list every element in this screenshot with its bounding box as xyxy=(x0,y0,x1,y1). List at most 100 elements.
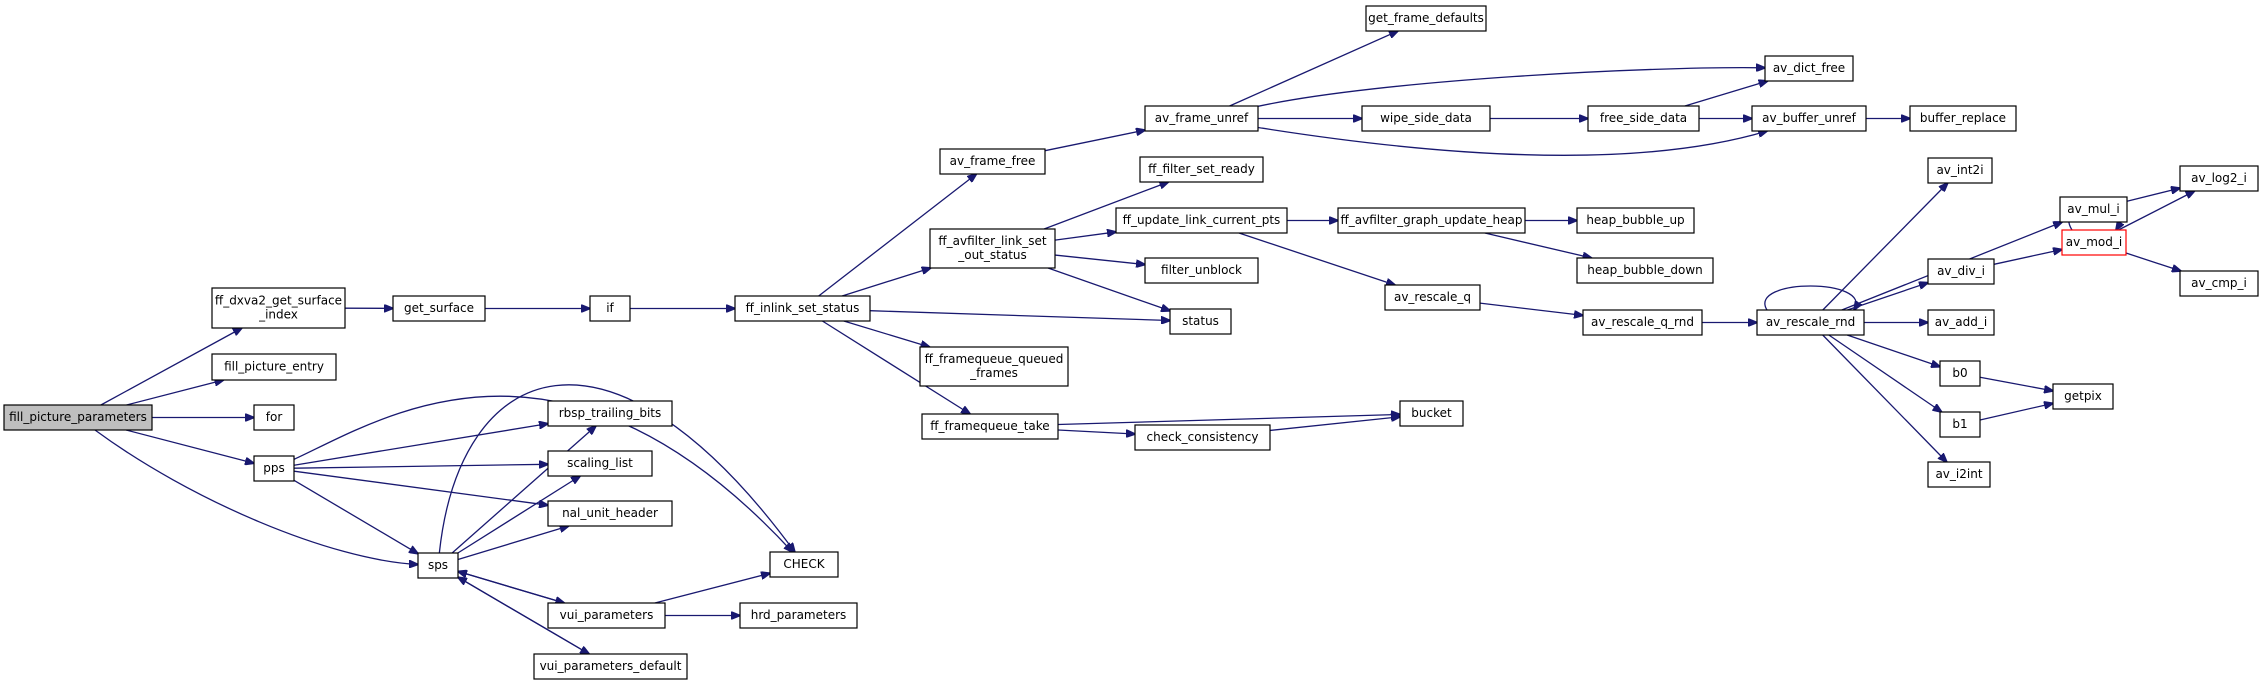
node-fill_picture_entry[interactable]: fill_picture_entry xyxy=(211,353,337,381)
node-fill_picture_parameters[interactable]: fill_picture_parameters xyxy=(3,404,153,431)
node-box-getpix[interactable] xyxy=(2052,383,2114,410)
node-box-vui_parameters_default[interactable] xyxy=(533,653,688,680)
node-box-av_rescale_rnd[interactable] xyxy=(1756,309,1865,336)
node-box-ff_avfilter_link_set_out_status[interactable] xyxy=(929,228,1056,269)
node-box-heap_bubble_up[interactable] xyxy=(1576,207,1695,234)
node-box-heap_bubble_down[interactable] xyxy=(1576,257,1714,284)
node-box-av_mod_i[interactable] xyxy=(2061,229,2127,256)
node-box-status[interactable] xyxy=(1169,308,1232,335)
node-box-ff_framequeue_take[interactable] xyxy=(921,413,1059,440)
node-free_side_data[interactable]: free_side_data xyxy=(1587,105,1700,132)
node-box-bucket[interactable] xyxy=(1399,400,1464,427)
node-box-av_int2i[interactable] xyxy=(1927,157,1993,184)
node-ff_update_link_current_pts[interactable]: ff_update_link_current_pts xyxy=(1115,207,1288,234)
node-av_add_i[interactable]: av_add_i xyxy=(1927,309,1995,336)
node-box-for[interactable] xyxy=(253,404,295,431)
node-box-get_surface[interactable] xyxy=(392,295,486,322)
node-av_log2_i[interactable]: av_log2_i xyxy=(2179,165,2259,192)
node-box-filter_unblock[interactable] xyxy=(1144,257,1259,284)
node-buffer_replace[interactable]: buffer_replace xyxy=(1909,105,2017,132)
node-hrd_parameters[interactable]: hrd_parameters xyxy=(739,602,858,629)
node-box-ff_inlink_set_status[interactable] xyxy=(734,295,871,322)
node-box-av_frame_unref[interactable] xyxy=(1144,105,1259,132)
node-box-rbsp_trailing_bits[interactable] xyxy=(547,400,673,427)
node-nal_unit_header[interactable]: nal_unit_header xyxy=(547,500,673,527)
node-box-av_rescale_q_rnd[interactable] xyxy=(1582,309,1703,336)
node-get_frame_defaults[interactable]: get_frame_defaults xyxy=(1365,5,1487,32)
node-rbsp_trailing_bits[interactable]: rbsp_trailing_bits xyxy=(547,400,673,427)
node-sps[interactable]: sps xyxy=(417,552,459,579)
node-av_i2int[interactable]: av_i2int xyxy=(1927,461,1991,488)
node-if[interactable]: if xyxy=(589,295,631,322)
node-vui_parameters[interactable]: vui_parameters xyxy=(547,602,666,629)
node-av_int2i[interactable]: av_int2i xyxy=(1927,157,1993,184)
node-box-hrd_parameters[interactable] xyxy=(739,602,858,629)
node-heap_bubble_up[interactable]: heap_bubble_up xyxy=(1576,207,1695,234)
node-vui_parameters_default[interactable]: vui_parameters_default xyxy=(533,653,688,680)
node-box-av_buffer_unref[interactable] xyxy=(1751,105,1867,132)
node-box-sps[interactable] xyxy=(417,552,459,579)
node-box-av_dict_free[interactable] xyxy=(1764,55,1854,82)
node-b1[interactable]: b1 xyxy=(1939,411,1981,438)
node-for[interactable]: for xyxy=(253,404,295,431)
node-pps[interactable]: pps xyxy=(253,455,295,482)
node-ff_inlink_set_status[interactable]: ff_inlink_set_status xyxy=(734,295,871,322)
node-box-ff_update_link_current_pts[interactable] xyxy=(1115,207,1288,234)
node-box-ff_avfilter_graph_update_heap[interactable] xyxy=(1337,207,1526,234)
node-av_frame_unref[interactable]: av_frame_unref xyxy=(1144,105,1259,132)
node-box-av_cmp_i[interactable] xyxy=(2179,270,2259,297)
node-box-fill_picture_parameters[interactable] xyxy=(3,404,153,431)
node-box-av_div_i[interactable] xyxy=(1927,258,1995,285)
node-wipe_side_data[interactable]: wipe_side_data xyxy=(1361,105,1491,132)
node-box-check_consistency[interactable] xyxy=(1134,424,1271,451)
node-CHECK[interactable]: CHECK xyxy=(769,551,839,578)
node-av_dict_free[interactable]: av_dict_free xyxy=(1764,55,1854,82)
node-box-scaling_list[interactable] xyxy=(547,450,653,477)
node-scaling_list[interactable]: scaling_list xyxy=(547,450,653,477)
node-filter_unblock[interactable]: filter_unblock xyxy=(1144,257,1259,284)
node-status[interactable]: status xyxy=(1169,308,1232,335)
node-ff_framequeue_take[interactable]: ff_framequeue_take xyxy=(921,413,1059,440)
node-box-vui_parameters[interactable] xyxy=(547,602,666,629)
node-heap_bubble_down[interactable]: heap_bubble_down xyxy=(1576,257,1714,284)
node-ff_dxva2_get_surface_index[interactable]: ff_dxva2_get_surface_index xyxy=(211,287,346,329)
node-box-ff_framequeue_queued_frames[interactable] xyxy=(919,346,1069,387)
node-av_div_i[interactable]: av_div_i xyxy=(1927,258,1995,285)
node-av_rescale_q[interactable]: av_rescale_q xyxy=(1384,284,1481,311)
node-box-b0[interactable] xyxy=(1939,360,1981,387)
node-get_surface[interactable]: get_surface xyxy=(392,295,486,322)
node-box-nal_unit_header[interactable] xyxy=(547,500,673,527)
node-box-av_frame_free[interactable] xyxy=(939,148,1046,175)
node-box-av_mul_i[interactable] xyxy=(2059,196,2128,223)
node-box-av_add_i[interactable] xyxy=(1927,309,1995,336)
node-check_consistency[interactable]: check_consistency xyxy=(1134,424,1271,451)
node-box-wipe_side_data[interactable] xyxy=(1361,105,1491,132)
node-ff_avfilter_graph_update_heap[interactable]: ff_avfilter_graph_update_heap xyxy=(1337,207,1526,234)
node-box-get_frame_defaults[interactable] xyxy=(1365,5,1487,32)
node-b0[interactable]: b0 xyxy=(1939,360,1981,387)
node-box-CHECK[interactable] xyxy=(769,551,839,578)
node-av_mul_i[interactable]: av_mul_i xyxy=(2059,196,2128,223)
node-box-ff_dxva2_get_surface_index[interactable] xyxy=(211,287,346,329)
node-av_frame_free[interactable]: av_frame_free xyxy=(939,148,1046,175)
node-av_buffer_unref[interactable]: av_buffer_unref xyxy=(1751,105,1867,132)
node-bucket[interactable]: bucket xyxy=(1399,400,1464,427)
node-box-fill_picture_entry[interactable] xyxy=(211,353,337,381)
node-ff_filter_set_ready[interactable]: ff_filter_set_ready xyxy=(1139,156,1264,183)
node-box-buffer_replace[interactable] xyxy=(1909,105,2017,132)
node-av_cmp_i[interactable]: av_cmp_i xyxy=(2179,270,2259,297)
node-av_rescale_rnd[interactable]: av_rescale_rnd xyxy=(1756,309,1865,336)
node-ff_avfilter_link_set_out_status[interactable]: ff_avfilter_link_set_out_status xyxy=(929,228,1056,269)
node-box-av_rescale_q[interactable] xyxy=(1384,284,1481,311)
node-box-pps[interactable] xyxy=(253,455,295,482)
node-box-av_i2int[interactable] xyxy=(1927,461,1991,488)
node-box-free_side_data[interactable] xyxy=(1587,105,1700,132)
node-box-ff_filter_set_ready[interactable] xyxy=(1139,156,1264,183)
node-av_mod_i[interactable]: av_mod_i xyxy=(2061,229,2127,256)
node-av_rescale_q_rnd[interactable]: av_rescale_q_rnd xyxy=(1582,309,1703,336)
node-box-av_log2_i[interactable] xyxy=(2179,165,2259,192)
node-box-if[interactable] xyxy=(589,295,631,322)
node-ff_framequeue_queued_frames[interactable]: ff_framequeue_queued_frames xyxy=(919,346,1069,387)
node-box-b1[interactable] xyxy=(1939,411,1981,438)
node-getpix[interactable]: getpix xyxy=(2052,383,2114,410)
